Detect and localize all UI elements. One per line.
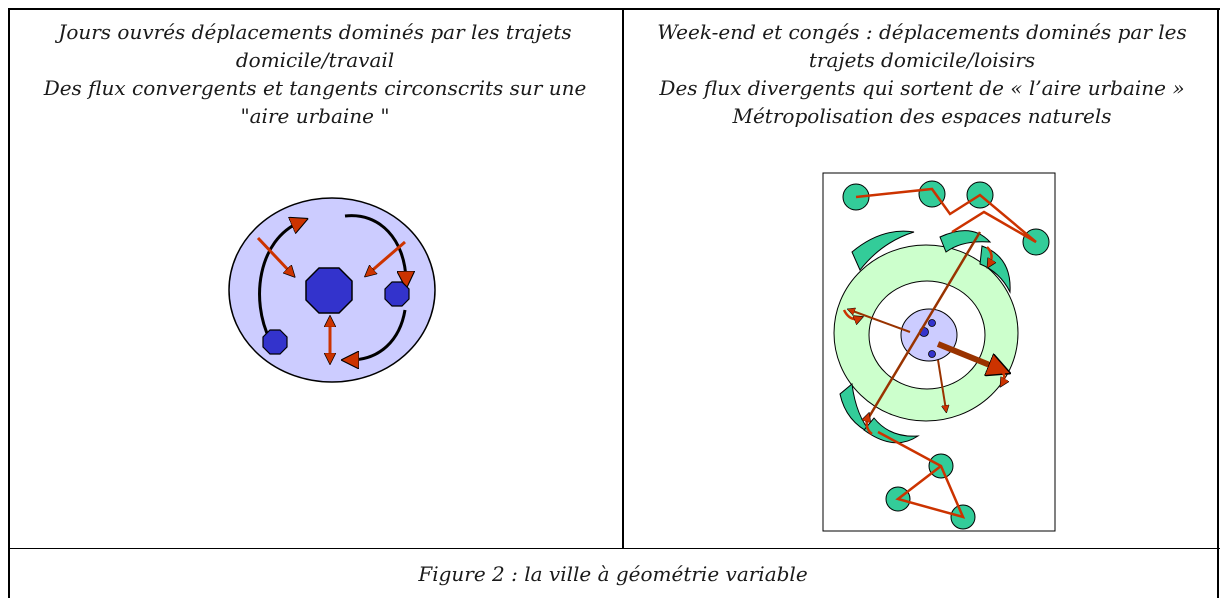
left-line-4: "aire urbaine " xyxy=(240,104,390,128)
tangent-flow-arc-bottom xyxy=(350,309,407,360)
secondary-center-east xyxy=(384,281,410,307)
crescent-zone-s xyxy=(863,417,920,444)
left-line-1: Jours ouvrés déplacements dominés par le… xyxy=(58,20,572,44)
curved-arrow-3 xyxy=(997,366,1004,384)
right-cell-description: Week-end et congés : déplacements dominé… xyxy=(622,18,1222,130)
leisure-node-2 xyxy=(918,180,946,208)
core-point-1 xyxy=(928,319,936,327)
left-line-3: Des flux convergents et tangents circons… xyxy=(43,76,587,100)
diagonal-flow-line xyxy=(864,231,982,423)
figure-table xyxy=(8,8,1220,598)
weekday-flow-diagram xyxy=(228,197,436,383)
secondary-center-southwest xyxy=(262,329,288,355)
divergent-arrow-west xyxy=(850,310,911,333)
converging-arrow-left xyxy=(256,236,292,274)
divergent-arrow-south xyxy=(937,359,946,410)
right-line-1: Week-end et congés : déplacements dominé… xyxy=(657,20,1187,44)
leisure-trip-north xyxy=(855,187,1037,244)
leisure-trip-south xyxy=(877,430,966,519)
curved-arrow-1 xyxy=(842,309,860,319)
crescent-zone-nw xyxy=(851,230,915,271)
curved-arrow-4 xyxy=(867,416,873,435)
figure-caption: Figure 2 : la ville à géométrie variable xyxy=(418,562,808,586)
converging-arrow-right xyxy=(368,240,406,274)
main-center-octagon xyxy=(305,267,353,314)
divergent-arrow-southeast xyxy=(936,341,1002,370)
tangent-flow-arc-top xyxy=(344,214,406,280)
curved-arrow-2 xyxy=(986,246,992,265)
right-line-2: trajets domicile/loisirs xyxy=(808,48,1036,72)
tangent-flow-arc-left xyxy=(258,222,300,341)
weekend-flow-diagram xyxy=(822,172,1056,532)
right-line-3: Des flux divergents qui sortent de « l’a… xyxy=(659,76,1185,100)
left-line-2: domicile/travail xyxy=(235,48,395,72)
right-line-4: Métropolisation des espaces naturels xyxy=(732,104,1112,128)
core-point-3 xyxy=(928,350,936,358)
left-cell-description: Jours ouvrés déplacements dominés par le… xyxy=(10,18,620,130)
